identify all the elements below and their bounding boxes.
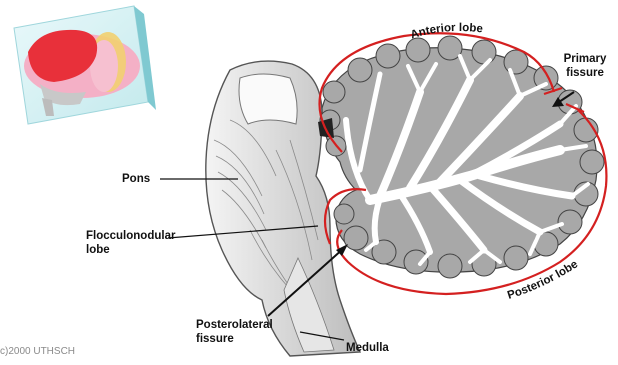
medulla-label: Medulla xyxy=(346,341,389,355)
posterolateral-label-line2: fissure xyxy=(196,332,273,346)
primary-fissure-label-line1: Primary xyxy=(555,52,615,66)
posterolateral-fissure-label: Posterolateral fissure xyxy=(196,318,273,346)
flocculonodular-label-line2: lobe xyxy=(86,243,175,257)
flocculonodular-label-line1: Flocculonodular xyxy=(86,229,175,243)
pons-label: Pons xyxy=(122,172,150,186)
primary-fissure-label-line2: fissure xyxy=(555,66,615,80)
copyright-credit: c)2000 UTHSCH xyxy=(0,346,75,357)
brain-orientation-thumbnail xyxy=(14,6,156,124)
posterolateral-label-line1: Posterolateral xyxy=(196,318,273,332)
flocculonodular-label: Flocculonodular lobe xyxy=(86,229,175,257)
primary-fissure-label: Primary fissure xyxy=(555,52,615,80)
